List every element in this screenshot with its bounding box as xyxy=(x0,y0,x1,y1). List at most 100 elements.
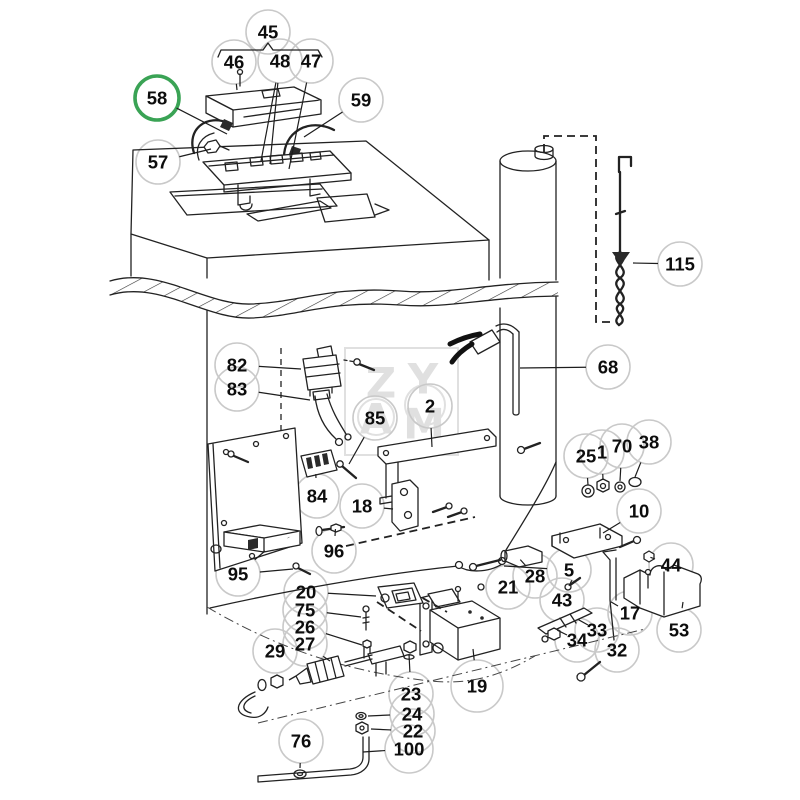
callout-leader-22 xyxy=(370,728,392,731)
callout-label-25: 25 xyxy=(576,446,597,467)
cap-76 xyxy=(293,769,307,779)
callout-circle-22 xyxy=(390,708,436,754)
callout-circle-85 xyxy=(352,395,398,441)
callout-leader-19 xyxy=(472,648,475,661)
callout-leaders xyxy=(176,82,684,769)
callout-circle-19 xyxy=(450,659,504,713)
gas-pipe-assembly xyxy=(206,516,646,783)
callout-label-100: 100 xyxy=(394,739,425,760)
callout-leader-46 xyxy=(235,83,238,91)
nut-29 xyxy=(270,674,284,689)
callout-label-43: 43 xyxy=(552,590,573,611)
callout-label-33: 33 xyxy=(587,620,608,641)
callout-leader-44 xyxy=(650,556,656,560)
callout-circle-45 xyxy=(245,9,291,55)
callout-circle-38 xyxy=(626,419,672,465)
callout-circle-57 xyxy=(135,139,181,185)
callout-label-46: 46 xyxy=(224,52,245,73)
watermark-letter-A: A xyxy=(360,395,393,444)
callout-label-115: 115 xyxy=(665,254,695,275)
callout-circle-32 xyxy=(594,627,640,673)
rod-17 xyxy=(602,549,617,641)
callout-label-29: 29 xyxy=(265,641,286,662)
nut-22 xyxy=(355,721,369,735)
callout-label-21: 21 xyxy=(498,577,519,598)
callout-circle-29 xyxy=(252,628,298,674)
callout-leader-2 xyxy=(430,427,433,448)
washer-24 xyxy=(355,711,367,721)
callout-label-96: 96 xyxy=(324,541,345,562)
callout-circle-59 xyxy=(338,77,384,123)
spring-clip-58 xyxy=(191,119,230,155)
callout-label-10: 10 xyxy=(629,501,650,522)
callout-circle-2 xyxy=(407,383,453,429)
sensor-and-cover-cluster xyxy=(468,549,702,682)
bolt-57 xyxy=(203,139,221,154)
callout-leader-5 xyxy=(503,565,548,570)
watermark-circle xyxy=(357,398,395,436)
callout-circle-24 xyxy=(389,691,435,737)
screw-75 xyxy=(362,611,370,631)
callout-circle-33 xyxy=(574,607,620,653)
callout-leader-59 xyxy=(303,111,343,138)
callout-label-2: 2 xyxy=(425,396,435,417)
callout-circle-48 xyxy=(257,38,303,84)
callout-label-5: 5 xyxy=(564,560,574,581)
callout-circle-68 xyxy=(585,344,631,390)
callout-label-24: 24 xyxy=(402,704,423,725)
callout-leader-10 xyxy=(602,521,621,534)
callout-label-32: 32 xyxy=(607,640,628,661)
bracket-45-brace xyxy=(217,42,323,58)
callout-label-34: 34 xyxy=(567,630,588,651)
callout-circle-76 xyxy=(278,718,324,764)
callout-leader-83 xyxy=(258,391,311,401)
callout-label-57: 57 xyxy=(148,152,169,173)
callout-circle-10 xyxy=(616,488,662,534)
callout-leader-18 xyxy=(383,507,394,510)
callout-label-20: 20 xyxy=(296,582,317,603)
callout-label-1: 1 xyxy=(597,442,607,463)
callout-circle-47 xyxy=(288,38,334,84)
callout-leader-27 xyxy=(322,655,331,662)
nut-44 xyxy=(643,550,655,563)
heating-element-68 xyxy=(447,323,520,416)
callout-label-59: 59 xyxy=(351,90,372,111)
relay-and-wiring xyxy=(280,345,376,480)
callout-leader-100 xyxy=(362,749,386,753)
callout-label-84: 84 xyxy=(307,486,328,507)
callout-leader-20 xyxy=(327,592,377,597)
callout-label-95: 95 xyxy=(228,564,249,585)
callout-leader-26 xyxy=(325,633,363,646)
callout-leader-43 xyxy=(568,580,573,587)
callout-leader-68 xyxy=(519,366,587,369)
tube-100 xyxy=(257,736,370,783)
callout-circle-46 xyxy=(211,39,257,85)
callout-label-22: 22 xyxy=(403,721,424,742)
callout-leader-23 xyxy=(408,653,411,673)
bolt-21 xyxy=(477,583,485,591)
callout-leader-17 xyxy=(610,601,619,607)
callout-label-47: 47 xyxy=(301,51,322,72)
watermark-letter-Y: Y xyxy=(407,355,439,404)
callout-leader-28 xyxy=(519,559,527,567)
callout-label-70: 70 xyxy=(612,436,633,457)
spring-clip-59 xyxy=(282,124,336,161)
thermostat-28 xyxy=(209,461,557,609)
callout-label-82: 82 xyxy=(227,355,248,376)
counter-cabinet xyxy=(130,140,490,615)
callout-label-83: 83 xyxy=(227,379,248,400)
callout-leader-95 xyxy=(259,568,294,573)
callout-label-76: 76 xyxy=(291,731,312,752)
callout-label-58: 58 xyxy=(147,88,168,109)
callout-label-75: 75 xyxy=(295,600,316,621)
callout-leader-82 xyxy=(258,365,302,370)
gas-valve-19 xyxy=(403,585,501,661)
callout-leader-70 xyxy=(619,467,622,482)
mounting-bar-2 xyxy=(377,428,497,532)
callout-label-68: 68 xyxy=(598,357,619,378)
callout-leader-57 xyxy=(179,148,212,158)
callout-label-17: 17 xyxy=(620,603,641,624)
